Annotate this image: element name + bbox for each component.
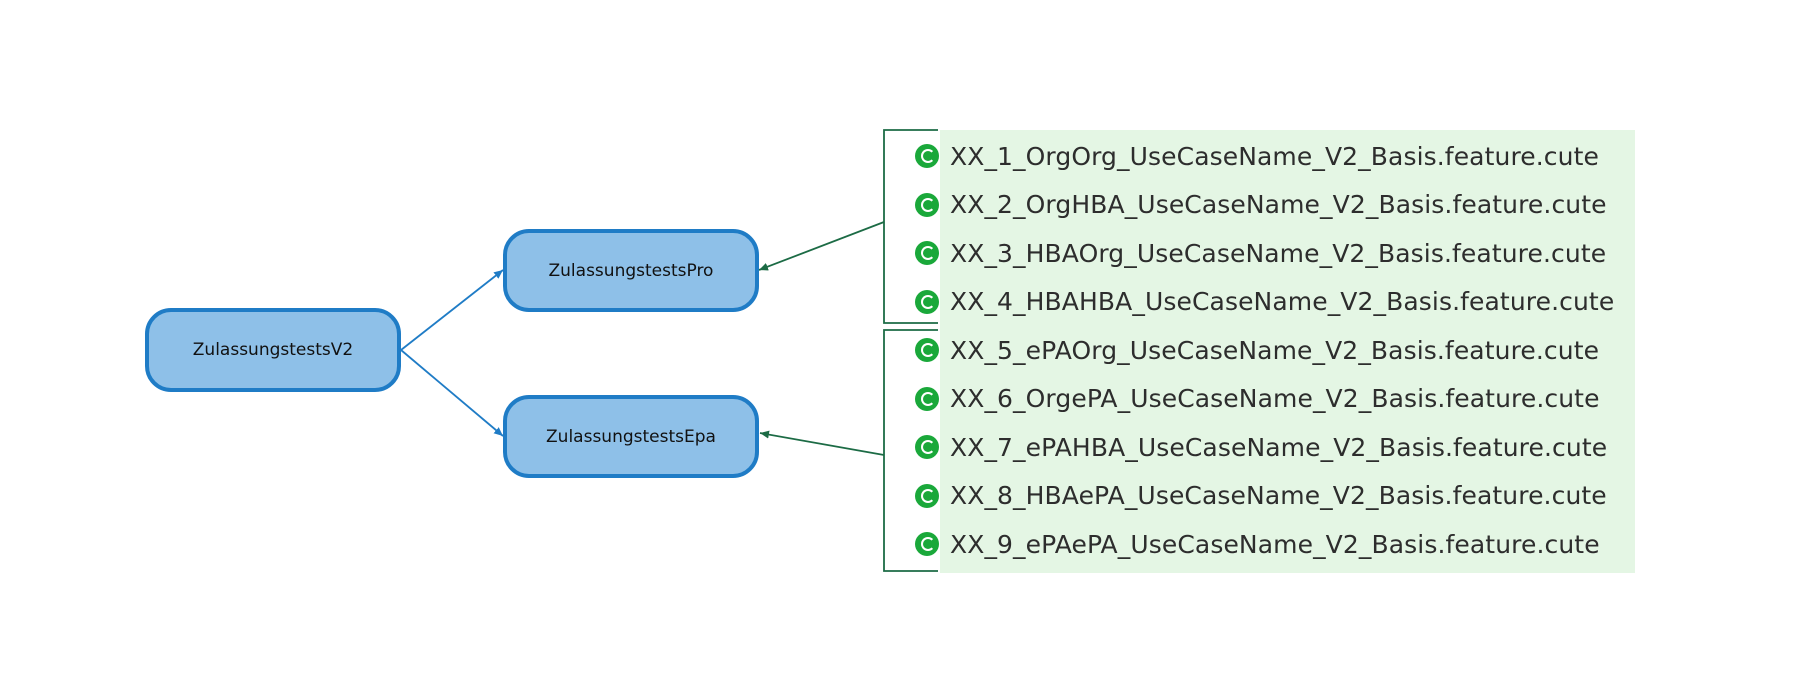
file-name: XX_7_ePAHBA_UseCaseName_V2_Basis.feature… <box>950 432 1608 462</box>
cucumber-icon <box>915 338 939 363</box>
file-name: XX_8_HBAePA_UseCaseName_V2_Basis.feature… <box>950 481 1607 511</box>
cucumber-icon <box>915 532 939 557</box>
file-item[interactable]: XX_4_HBAHBA_UseCaseName_V2_Basis.feature… <box>915 278 1635 327</box>
file-list-panel <box>940 130 1635 573</box>
node-zulassungstests-v2[interactable]: ZulassungstestsV2 <box>145 308 401 392</box>
node-label: ZulassungstestsV2 <box>192 340 354 360</box>
cucumber-icon <box>915 144 939 169</box>
node-zulassungstests-pro[interactable]: ZulassungstestsPro <box>503 229 759 312</box>
node-label: ZulassungstestsEpa <box>546 426 716 447</box>
bracket-group-epa <box>883 329 938 572</box>
file-name: XX_6_OrgePA_UseCaseName_V2_Basis.feature… <box>950 384 1600 414</box>
node-zulassungstests-epa[interactable]: ZulassungstestsEpa <box>503 395 759 478</box>
edge-root-to-pro <box>400 269 504 351</box>
file-name: XX_2_OrgHBA_UseCaseName_V2_Basis.feature… <box>950 190 1607 220</box>
edge-files-to-pro <box>758 221 885 271</box>
file-item[interactable]: XX_5_ePAOrg_UseCaseName_V2_Basis.feature… <box>915 326 1635 375</box>
file-name: XX_1_OrgOrg_UseCaseName_V2_Basis.feature… <box>950 141 1599 171</box>
file-item[interactable]: XX_9_ePAePA_UseCaseName_V2_Basis.feature… <box>915 520 1635 569</box>
cucumber-icon <box>915 435 939 460</box>
edge-root-to-epa <box>400 349 504 437</box>
node-label: ZulassungstestsPro <box>548 260 714 281</box>
file-name: XX_9_ePAePA_UseCaseName_V2_Basis.feature… <box>950 529 1600 559</box>
file-item[interactable]: XX_6_OrgePA_UseCaseName_V2_Basis.feature… <box>915 375 1635 424</box>
bracket-group-pro <box>883 129 938 324</box>
file-name: XX_4_HBAHBA_UseCaseName_V2_Basis.feature… <box>950 287 1615 317</box>
file-item[interactable]: XX_1_OrgOrg_UseCaseName_V2_Basis.feature… <box>915 132 1635 181</box>
edge-files-to-epa <box>759 430 885 456</box>
cucumber-icon <box>915 192 939 217</box>
file-item[interactable]: XX_2_OrgHBA_UseCaseName_V2_Basis.feature… <box>915 181 1635 230</box>
feature-file-list: XX_1_OrgOrg_UseCaseName_V2_Basis.feature… <box>915 132 1635 569</box>
file-name: XX_3_HBAOrg_UseCaseName_V2_Basis.feature… <box>950 238 1607 268</box>
cucumber-icon <box>915 241 939 266</box>
file-item[interactable]: XX_3_HBAOrg_UseCaseName_V2_Basis.feature… <box>915 229 1635 278</box>
file-item[interactable]: XX_8_HBAePA_UseCaseName_V2_Basis.feature… <box>915 472 1635 521</box>
cucumber-icon <box>915 386 939 411</box>
file-item[interactable]: XX_7_ePAHBA_UseCaseName_V2_Basis.feature… <box>915 423 1635 472</box>
cucumber-icon <box>915 289 939 314</box>
cucumber-icon <box>915 483 939 508</box>
file-name: XX_5_ePAOrg_UseCaseName_V2_Basis.feature… <box>950 335 1600 365</box>
